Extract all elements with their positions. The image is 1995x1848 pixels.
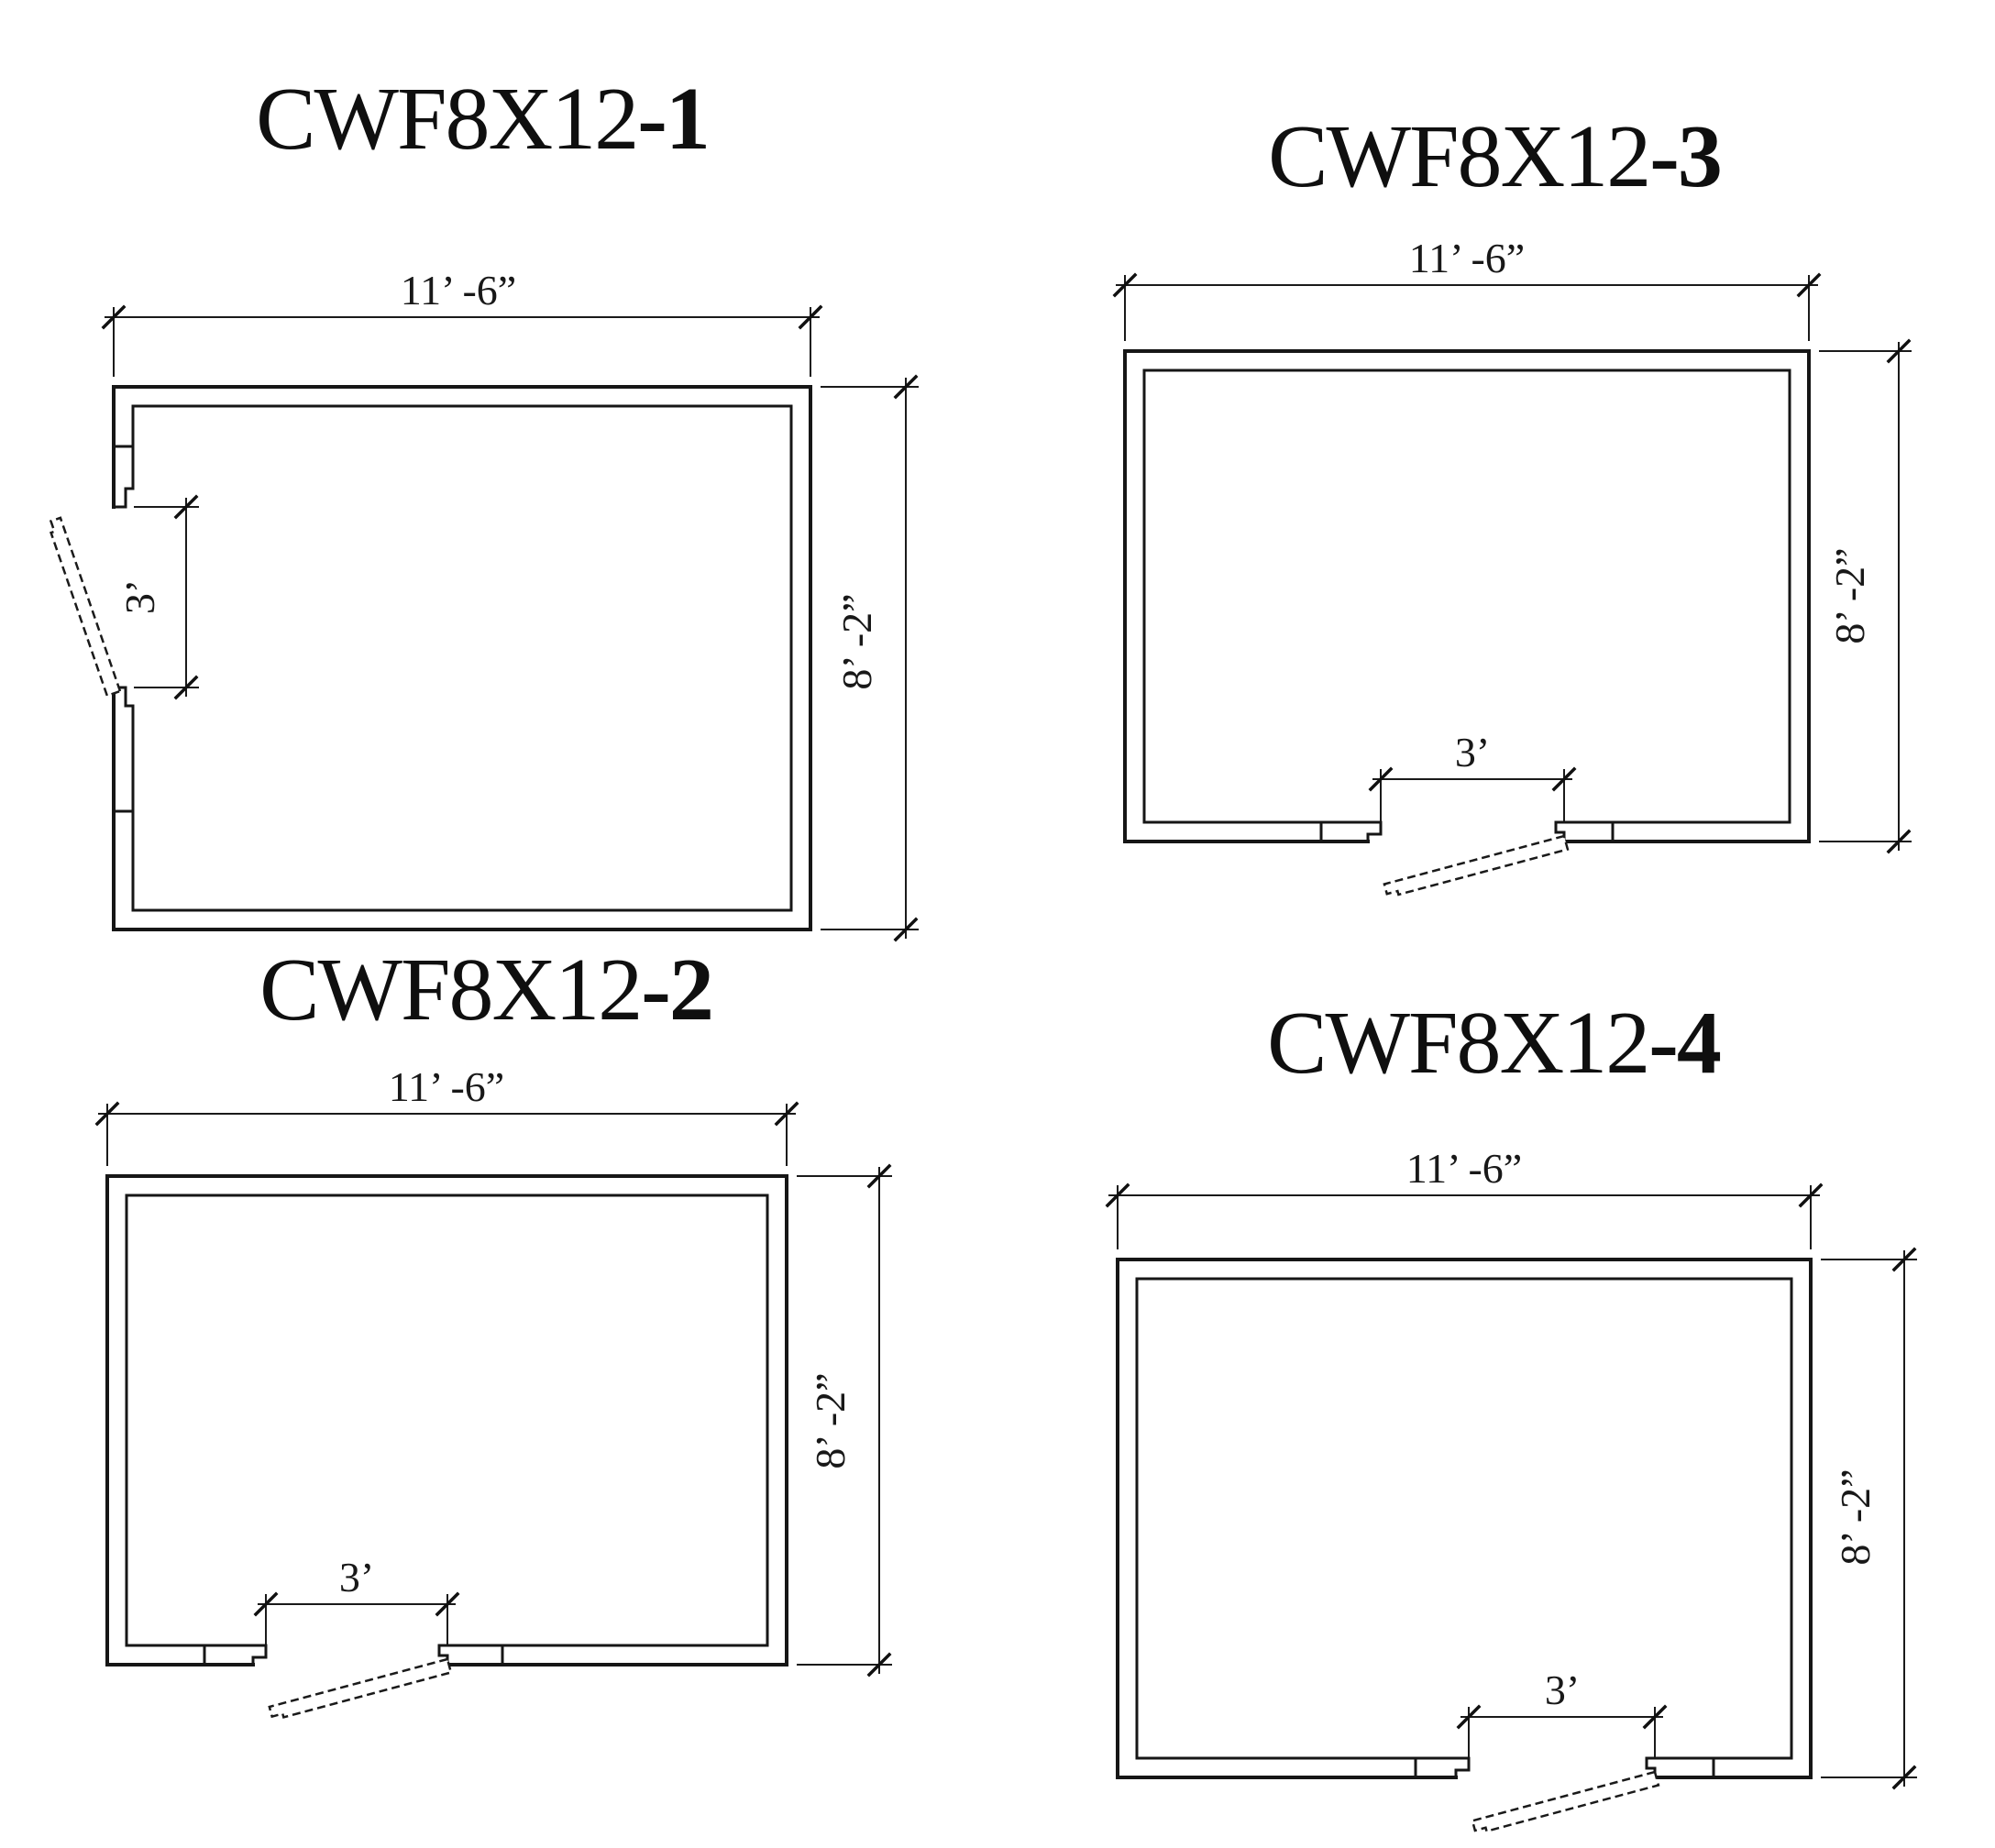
plan-cwf8x12-2: CWF8X12-2 11’ -6” 8’ -2” 3’: [94, 940, 892, 1719]
dimension-tick: [173, 675, 199, 700]
dimension-tick: [1105, 1182, 1130, 1208]
height-dimension-label: 8’ -2”: [833, 593, 880, 689]
wall-outer-line: [1116, 1258, 1813, 1779]
dimension-tick: [1798, 1182, 1824, 1208]
wall-outer-line: [112, 385, 812, 931]
dimension-tick: [435, 1591, 460, 1617]
plan-title-prefix: CWF8X12: [256, 70, 637, 169]
height-dimension: 8’ -2”: [1821, 1247, 1917, 1790]
plan-title-number: -2: [641, 940, 712, 1040]
dimension-tick: [94, 1101, 120, 1127]
width-dimension-label: 11’ -6”: [401, 267, 516, 314]
door-leaf: [268, 1657, 453, 1719]
room-walls: [1123, 349, 1811, 843]
door-opening-dimension: 3’: [1368, 729, 1577, 821]
dimension-tick: [1368, 766, 1394, 792]
door-jamb-strike: [112, 487, 135, 509]
door-leaf: [1471, 1770, 1660, 1833]
height-dimension-label: 8’ -2”: [807, 1372, 854, 1468]
door-leaf: [49, 516, 122, 698]
wall-outer-line: [1123, 349, 1811, 843]
height-dimension: 8’ -2”: [797, 1163, 892, 1678]
door-opening-dimension: 3’: [253, 1554, 460, 1644]
dimension-tick: [1112, 272, 1138, 298]
dimension-tick: [173, 494, 199, 520]
door-jamb-strike: [1366, 820, 1383, 843]
dimension-tick: [1551, 766, 1577, 792]
dimension-tick: [101, 304, 127, 330]
door-dimension-label: 3’: [116, 579, 163, 614]
plan-title-number: -4: [1648, 994, 1721, 1093]
plan-title: CWF8X12-2: [259, 940, 712, 1040]
dimension-tick: [253, 1591, 279, 1617]
width-dimension: 11’ -6”: [1105, 1145, 1824, 1249]
width-dimension: 11’ -6”: [101, 267, 823, 377]
dimension-tick: [1886, 829, 1912, 854]
door-dimension-label: 3’: [1455, 729, 1490, 776]
dimension-tick: [1796, 272, 1822, 298]
wall-inner-line: [131, 404, 793, 912]
plan-title-prefix: CWF8X12: [1268, 107, 1649, 206]
width-dimension: 11’ -6”: [1112, 235, 1822, 341]
dimension-tick: [866, 1163, 892, 1189]
width-dimension-label: 11’ -6”: [1406, 1145, 1522, 1192]
dimension-tick: [866, 1652, 892, 1678]
door-dimension-label: 3’: [1545, 1666, 1580, 1713]
wall-inner-line: [1142, 368, 1791, 824]
plan-title-prefix: CWF8X12: [259, 940, 641, 1040]
plan-title-prefix: CWF8X12: [1267, 994, 1648, 1093]
wall-inner-line: [125, 1194, 769, 1647]
height-dimension-label: 8’ -2”: [1826, 547, 1873, 644]
dimension-tick: [893, 374, 919, 400]
plan-title-number: -1: [637, 70, 709, 169]
plan-cwf8x12-4: CWF8X12-4 11’ -6” 8’ -2” 3’: [1105, 994, 1917, 1833]
door-opening-dimension: 3’: [116, 494, 199, 700]
width-dimension-label: 11’ -6”: [1409, 235, 1525, 281]
door-jamb-strike: [251, 1644, 268, 1666]
room-walls: [1116, 1258, 1813, 1779]
height-dimension-label: 8’ -2”: [1832, 1468, 1879, 1565]
width-dimension-label: 11’ -6”: [389, 1063, 504, 1110]
door-opening-dimension: 3’: [1456, 1666, 1668, 1757]
dimension-tick: [1891, 1765, 1917, 1790]
plan-title: CWF8X12-4: [1267, 994, 1721, 1093]
plan-cwf8x12-1: CWF8X12-1 11’ -6” 8’ -2” 3’: [49, 70, 919, 942]
dimension-tick: [774, 1101, 799, 1127]
dimension-tick: [893, 917, 919, 942]
plan-cwf8x12-3: CWF8X12-3 11’ -6” 8’ -2” 3’: [1112, 107, 1912, 896]
room-walls: [112, 385, 812, 931]
width-dimension: 11’ -6”: [94, 1063, 799, 1166]
height-dimension: 8’ -2”: [821, 374, 919, 942]
door-jamb-strike: [1454, 1756, 1471, 1779]
room-walls: [105, 1174, 788, 1666]
dimension-tick: [1642, 1704, 1668, 1730]
dimension-tick: [1886, 338, 1912, 364]
dimension-tick: [1456, 1704, 1482, 1730]
wall-inner-line: [1135, 1277, 1793, 1760]
door-leaf: [1383, 834, 1570, 896]
height-dimension: 8’ -2”: [1819, 338, 1912, 854]
dimension-tick: [1891, 1247, 1917, 1272]
plan-title-number: -3: [1649, 107, 1721, 206]
dimension-tick: [798, 304, 823, 330]
door-dimension-label: 3’: [339, 1554, 374, 1600]
wall-outer-line: [105, 1174, 788, 1666]
plan-title: CWF8X12-1: [256, 70, 709, 169]
plan-title: CWF8X12-3: [1268, 107, 1721, 206]
